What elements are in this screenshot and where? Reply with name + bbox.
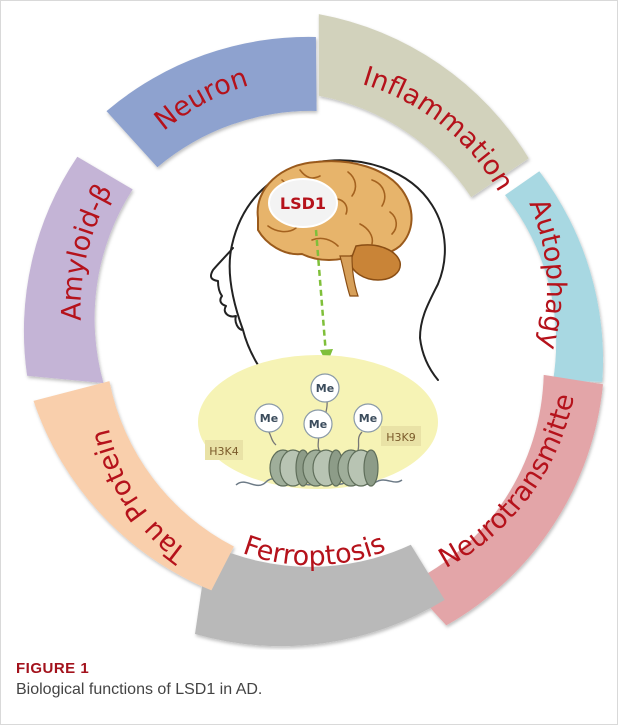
methyl-label-1: Me bbox=[316, 382, 334, 395]
h3k9-box bbox=[381, 426, 421, 446]
methyl-circle-1 bbox=[310, 373, 340, 403]
nucleus-diagram: H3K4 H3K9 Me bbox=[198, 355, 438, 489]
segment-neurotransmitter bbox=[407, 374, 603, 626]
h3k4-box bbox=[205, 440, 243, 460]
segment-autophagy bbox=[505, 171, 604, 382]
h3k9-label: H3K9 bbox=[386, 431, 415, 444]
methyl-circle-4 bbox=[353, 403, 383, 433]
segment-inflammation bbox=[318, 14, 529, 198]
methyl-label-4: Me bbox=[359, 412, 377, 425]
segment-tau-protein bbox=[33, 381, 234, 591]
function-ring bbox=[23, 14, 604, 647]
methyl-label-3: Me bbox=[309, 418, 327, 431]
nucleosome-3 bbox=[337, 449, 379, 487]
nucleosome-2 bbox=[302, 449, 344, 487]
methyl-circle-2 bbox=[254, 403, 284, 433]
arrow-line bbox=[314, 229, 328, 356]
h3k4-label: H3K4 bbox=[209, 445, 238, 458]
segment-ferroptosis bbox=[195, 543, 445, 647]
figure-caption: Biological functions of LSD1 in AD. bbox=[16, 681, 263, 698]
lsd1-diagram: Neuron Inflammation Autophagy Neurotrans… bbox=[0, 0, 604, 647]
segment-neuron bbox=[106, 36, 317, 168]
lsd1-label: LSD1 bbox=[280, 194, 326, 213]
brain-icon: LSD1 bbox=[256, 160, 413, 297]
methyl-circle-3 bbox=[303, 409, 333, 439]
figure-number: FIGURE 1 bbox=[16, 660, 90, 677]
segment-amyloid-beta bbox=[23, 156, 133, 384]
methyl-label-2: Me bbox=[260, 412, 278, 425]
